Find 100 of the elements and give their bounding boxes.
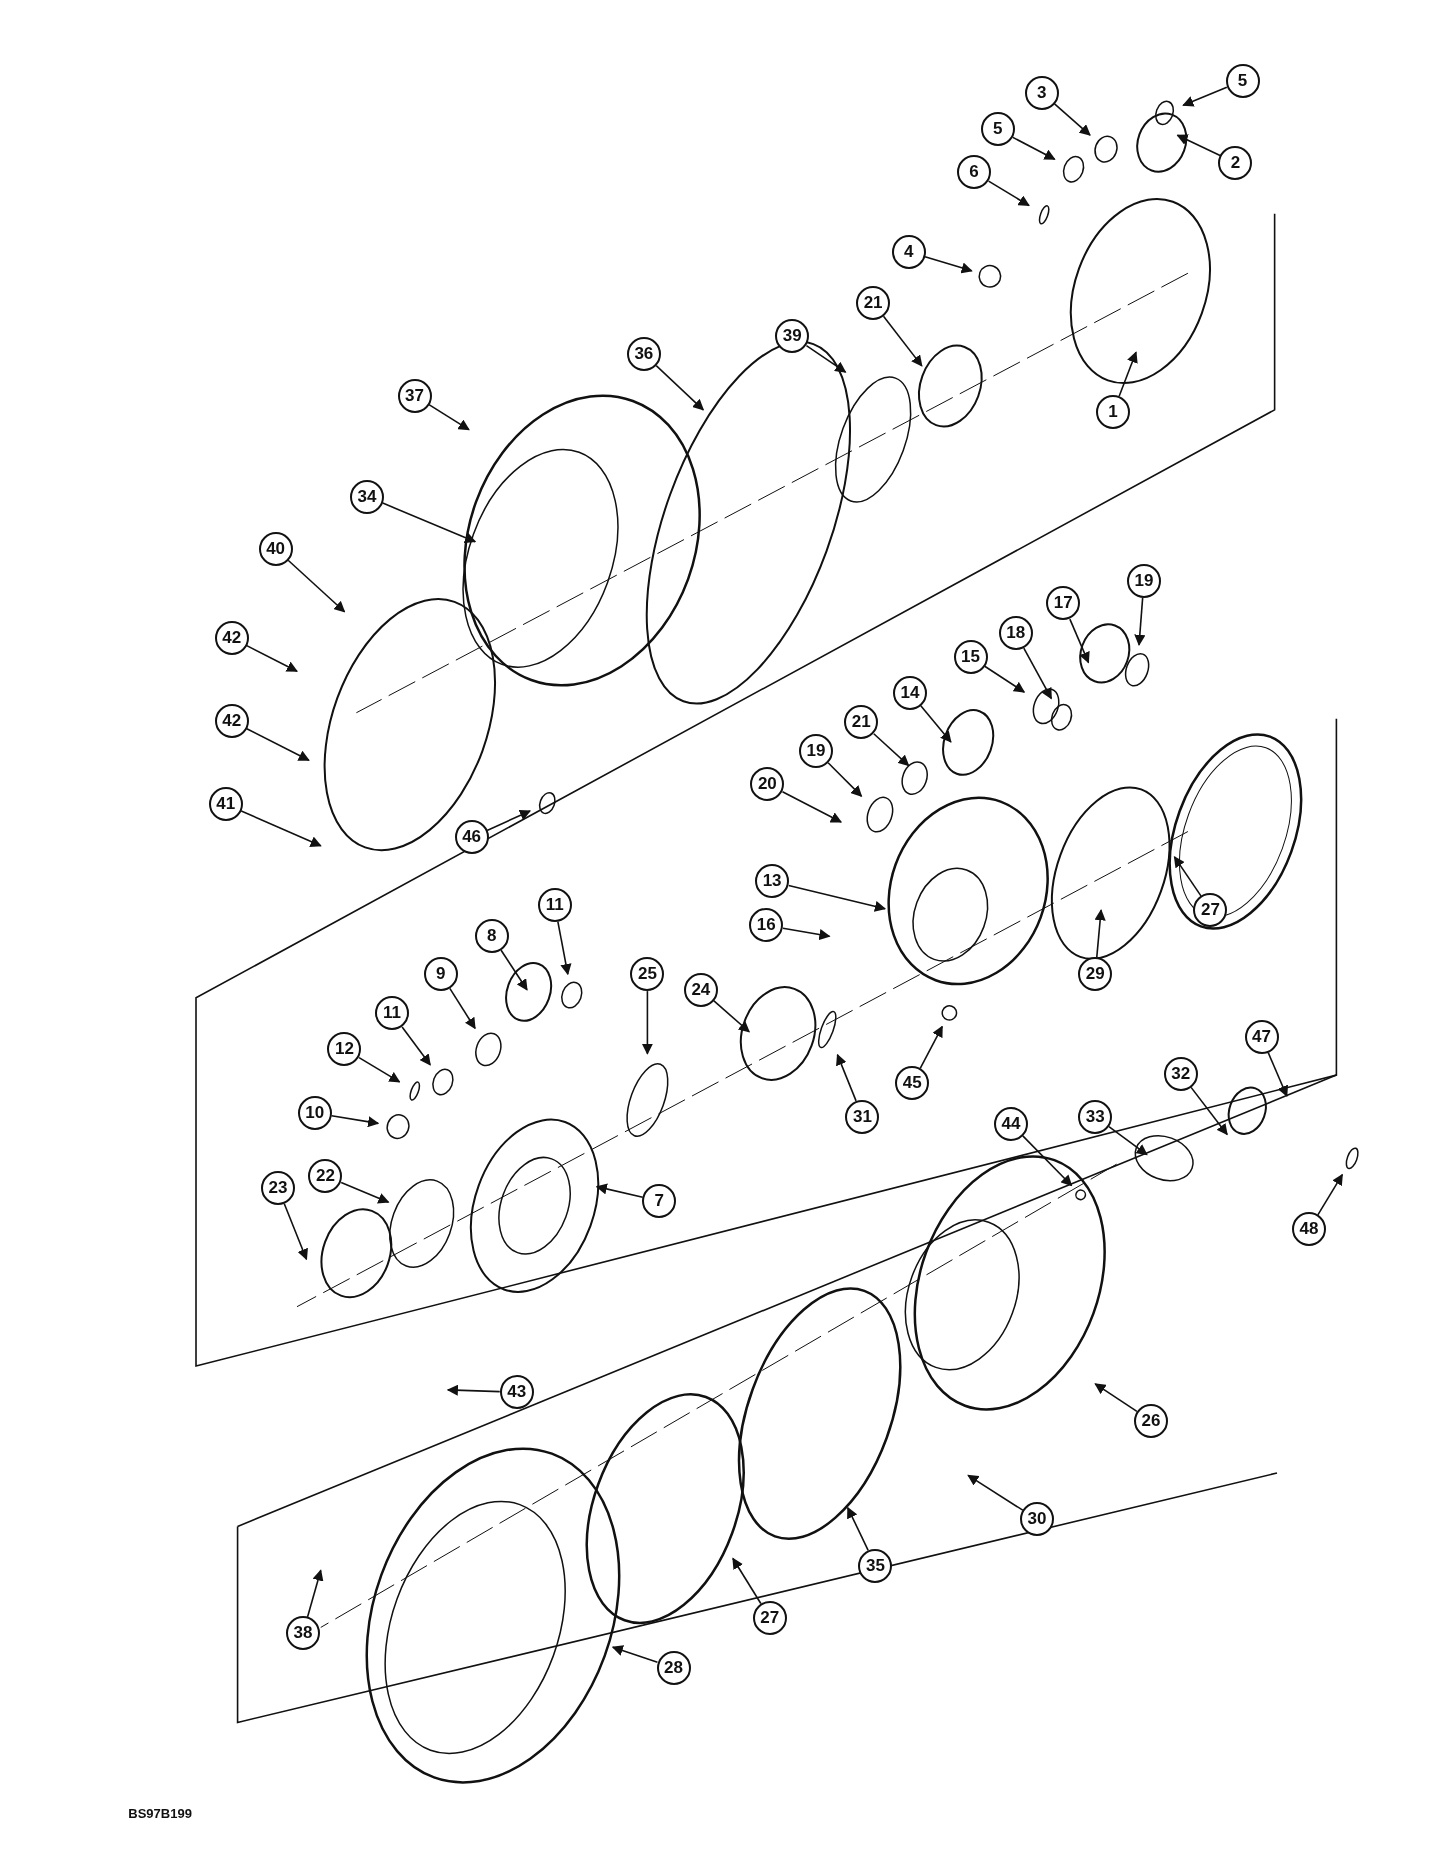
leader-line — [732, 1557, 762, 1605]
leader-line — [381, 502, 477, 543]
leader-line — [987, 180, 1030, 207]
callout-number: 43 — [499, 1375, 534, 1410]
callout-number: 47 — [1244, 1020, 1279, 1055]
leader-line — [1053, 103, 1091, 136]
leader-line — [873, 732, 910, 767]
leader-line — [287, 559, 346, 613]
callout-number: 3 — [1024, 75, 1059, 110]
callout-number: 8 — [474, 919, 509, 954]
leader-line — [1190, 1086, 1228, 1136]
leader-line — [655, 364, 705, 411]
leader-line — [401, 1026, 431, 1066]
leader-line — [847, 1506, 869, 1552]
callout-number: 35 — [858, 1548, 893, 1583]
callout-number: 34 — [350, 479, 385, 514]
callout-number: 17 — [1046, 586, 1081, 621]
leader-line — [1108, 1125, 1148, 1156]
leader-line — [1094, 1383, 1138, 1413]
callout-number: 21 — [844, 705, 879, 740]
callout-number: 38 — [285, 1616, 320, 1651]
callout-number: 2 — [1218, 145, 1253, 180]
leader-line — [246, 727, 310, 762]
leader-line — [782, 927, 831, 941]
callout-number: 41 — [208, 787, 243, 822]
callout-number: 37 — [397, 378, 432, 413]
callout-number: 16 — [749, 908, 784, 943]
leader-line — [1176, 134, 1221, 157]
callout-number: 4 — [891, 234, 926, 269]
leader-line — [306, 1569, 324, 1618]
callout-number: 9 — [423, 957, 458, 992]
callout-number: 7 — [642, 1183, 677, 1218]
leader-line — [1134, 597, 1146, 646]
leader-line — [1023, 647, 1053, 700]
leader-line — [1069, 618, 1090, 664]
leader-line — [557, 921, 572, 976]
callout-number: 19 — [799, 733, 834, 768]
callout-number: 24 — [683, 972, 718, 1007]
leader-line — [446, 1384, 501, 1396]
leader-line — [500, 949, 528, 991]
leader-line — [486, 810, 531, 832]
leader-line — [882, 315, 923, 367]
callout-number: 42 — [214, 704, 249, 739]
callout-number: 30 — [1020, 1502, 1055, 1537]
callout-number: 14 — [892, 675, 927, 710]
leader-line — [428, 403, 470, 431]
leader-line — [805, 344, 847, 373]
callout-number: 25 — [630, 957, 665, 992]
callout-number: 32 — [1163, 1056, 1198, 1091]
leader-line — [983, 665, 1026, 693]
callout-number: 11 — [375, 996, 409, 1031]
callout-number: 18 — [998, 616, 1033, 651]
callout-number: 27 — [752, 1600, 787, 1635]
leader-line — [240, 810, 322, 847]
callout-number: 40 — [258, 531, 293, 566]
callout-number: 22 — [308, 1159, 343, 1193]
leader-line — [340, 1181, 390, 1204]
leader-line — [358, 1056, 401, 1083]
callout-number: 23 — [260, 1170, 295, 1205]
leader-line — [1317, 1173, 1344, 1216]
callout-number: 45 — [895, 1066, 930, 1101]
callout-number: 33 — [1078, 1099, 1113, 1134]
callout-number: 6 — [957, 155, 992, 190]
callout-number: 31 — [845, 1099, 880, 1134]
leader-line — [924, 255, 973, 274]
callout-number: 15 — [953, 639, 988, 674]
callout-number: 29 — [1078, 957, 1113, 992]
leader-line — [712, 999, 750, 1033]
callout-number: 1 — [1096, 395, 1131, 430]
leader-line — [1173, 855, 1202, 897]
callout-number: 19 — [1126, 563, 1161, 598]
callout-number: 11 — [537, 888, 572, 923]
leader-line — [449, 987, 476, 1030]
callout-number: 20 — [750, 767, 785, 801]
callout-number: 27 — [1193, 892, 1228, 927]
leader-line — [246, 644, 298, 672]
callout-number: 42 — [214, 620, 249, 655]
callout-number: 26 — [1134, 1403, 1169, 1438]
drawing-number: BS97B199 — [128, 1805, 192, 1821]
leader-line — [781, 791, 843, 823]
leader-line — [611, 1645, 659, 1664]
leader-line — [1267, 1051, 1288, 1098]
leader-line — [1012, 136, 1056, 161]
leader-line — [967, 1474, 1024, 1511]
callout-number: 12 — [327, 1031, 362, 1066]
callout-number: 13 — [755, 864, 790, 899]
leader-line — [1022, 1135, 1073, 1187]
leader-line — [1094, 909, 1106, 958]
leader-line — [787, 884, 887, 912]
leader-line — [827, 762, 863, 797]
callout-number: 5 — [1225, 63, 1260, 98]
leader-line — [1118, 351, 1138, 398]
callout-number: 5 — [980, 112, 1015, 147]
leader-line — [330, 1115, 380, 1128]
leader-line — [919, 1025, 943, 1070]
callout-number: 48 — [1292, 1212, 1327, 1247]
callout-number: 46 — [454, 820, 489, 855]
leader-line — [641, 990, 653, 1055]
callout-number: 39 — [775, 319, 810, 354]
leader-line — [920, 704, 952, 743]
